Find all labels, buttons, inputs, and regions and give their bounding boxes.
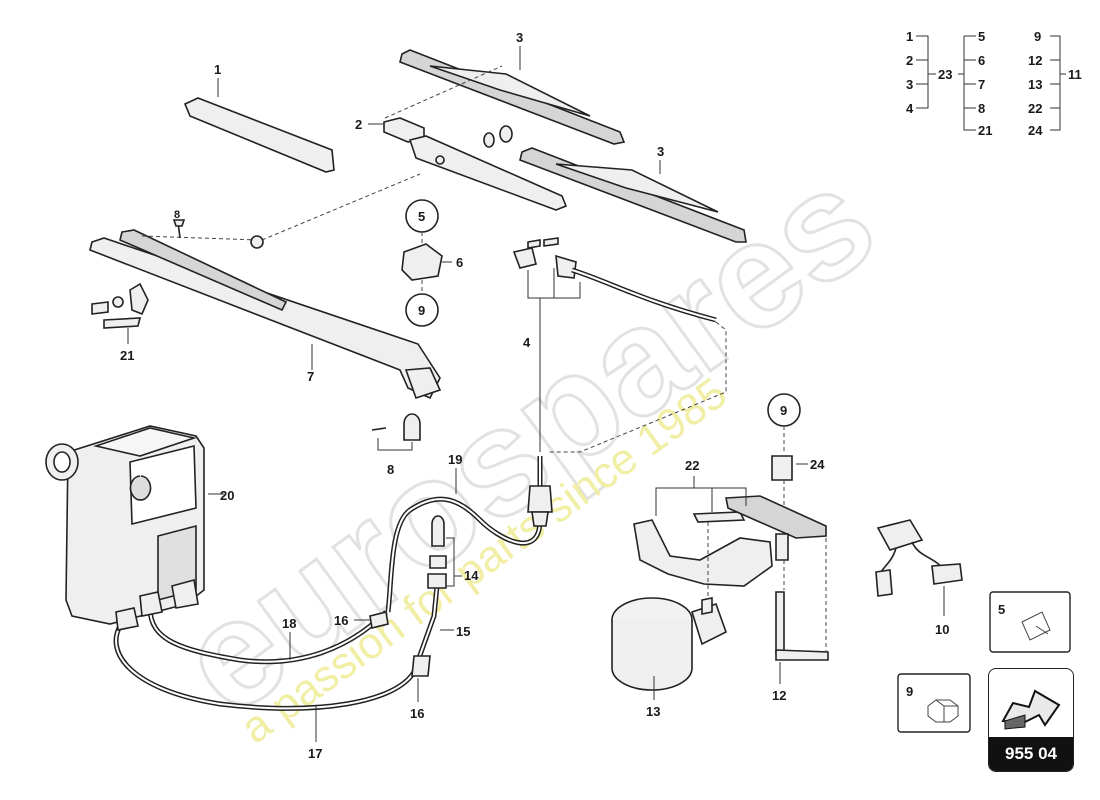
- detail-box-nut: [897, 673, 971, 733]
- callout-5: 5: [418, 209, 425, 224]
- legend-21-part-5: 5: [978, 29, 985, 44]
- page-number: 955 04: [989, 737, 1073, 771]
- callout-17: 17: [308, 746, 322, 761]
- part-arm-bracket: [368, 65, 568, 211]
- callout-7: 7: [307, 369, 314, 384]
- legend-11-part-22: 22: [1028, 101, 1042, 116]
- legend-11-total: 11: [1068, 67, 1082, 82]
- callout-20: 20: [220, 488, 234, 503]
- part-washer-tank: [45, 425, 224, 625]
- callout-8-top: 8: [174, 209, 180, 221]
- legend-23-part-3: 3: [906, 77, 913, 92]
- legend-21-total: 21: [978, 123, 992, 138]
- part-nozzle-hose: [512, 237, 727, 453]
- callout-21: 21: [120, 348, 134, 363]
- detail-box-screw-number: 5: [998, 602, 1005, 617]
- callout-24: 24: [810, 457, 825, 472]
- page-reference-badge: 955 04: [988, 668, 1074, 772]
- legend-21-part-7: 7: [978, 77, 985, 92]
- part-washer-hoses: [113, 515, 462, 742]
- callout-19: 19: [448, 452, 462, 467]
- part-wiper-blade-lower: [519, 147, 747, 243]
- callout-9-top: 9: [418, 303, 425, 318]
- callout-12: 12: [772, 688, 786, 703]
- callout-6: 6: [456, 255, 463, 270]
- callout-16-upper: 16: [334, 613, 348, 628]
- callout-labels: 1 2 3 3 4 5 6 7 8 8 9 9 10 12 13 14 15 1…: [120, 30, 949, 761]
- part-wiper-motor-assembly: [611, 393, 829, 700]
- legend-11-part-9: 9: [1034, 29, 1041, 44]
- callout-9-mid: 9: [780, 403, 787, 418]
- callout-18: 18: [282, 616, 296, 631]
- legend-23-part-4: 4: [906, 101, 914, 116]
- legend-21-part-8: 8: [978, 101, 985, 116]
- arrow-icon: [1001, 689, 1061, 730]
- callout-3-upper: 3: [516, 30, 523, 45]
- legend-23-part-1: 1: [906, 29, 913, 44]
- callout-15: 15: [456, 624, 470, 639]
- part-blade-cover: [183, 78, 335, 173]
- legend: [916, 35, 1066, 131]
- screw-icon: [1021, 611, 1051, 641]
- part-sensor-wiring: [875, 519, 963, 616]
- nut-icon: [927, 699, 959, 723]
- callout-1: 1: [214, 62, 221, 77]
- callout-13: 13: [646, 704, 660, 719]
- part-wiper-blade-upper: [399, 46, 626, 145]
- part-screw-pack: [91, 282, 149, 344]
- callout-10: 10: [935, 622, 949, 637]
- legend-11-part-24: 24: [1028, 123, 1043, 138]
- part-connector-hose: [385, 456, 553, 613]
- legend-23-total: 23: [938, 67, 952, 82]
- callout-8: 8: [387, 462, 394, 477]
- callout-14: 14: [464, 568, 479, 583]
- legend-11-part-13: 13: [1028, 77, 1042, 92]
- legend-21-part-6: 6: [978, 53, 985, 68]
- callout-2: 2: [355, 117, 362, 132]
- legend-23-part-2: 2: [906, 53, 913, 68]
- legend-11-part-12: 12: [1028, 53, 1042, 68]
- part-screw-and-clip: [172, 219, 421, 451]
- callout-4: 4: [523, 335, 531, 350]
- callout-16-lower: 16: [410, 706, 424, 721]
- callout-3-lower: 3: [657, 144, 664, 159]
- part-wiper-arm: [89, 173, 442, 400]
- part-cap-and-nut: [401, 199, 452, 327]
- legend-labels: 1 2 3 4 23 5 6 7 8 21 9 12 13 22 24 11: [906, 29, 1082, 138]
- detail-box-nut-number: 9: [906, 684, 913, 699]
- detail-box-screw: [989, 591, 1071, 653]
- callout-22: 22: [685, 458, 699, 473]
